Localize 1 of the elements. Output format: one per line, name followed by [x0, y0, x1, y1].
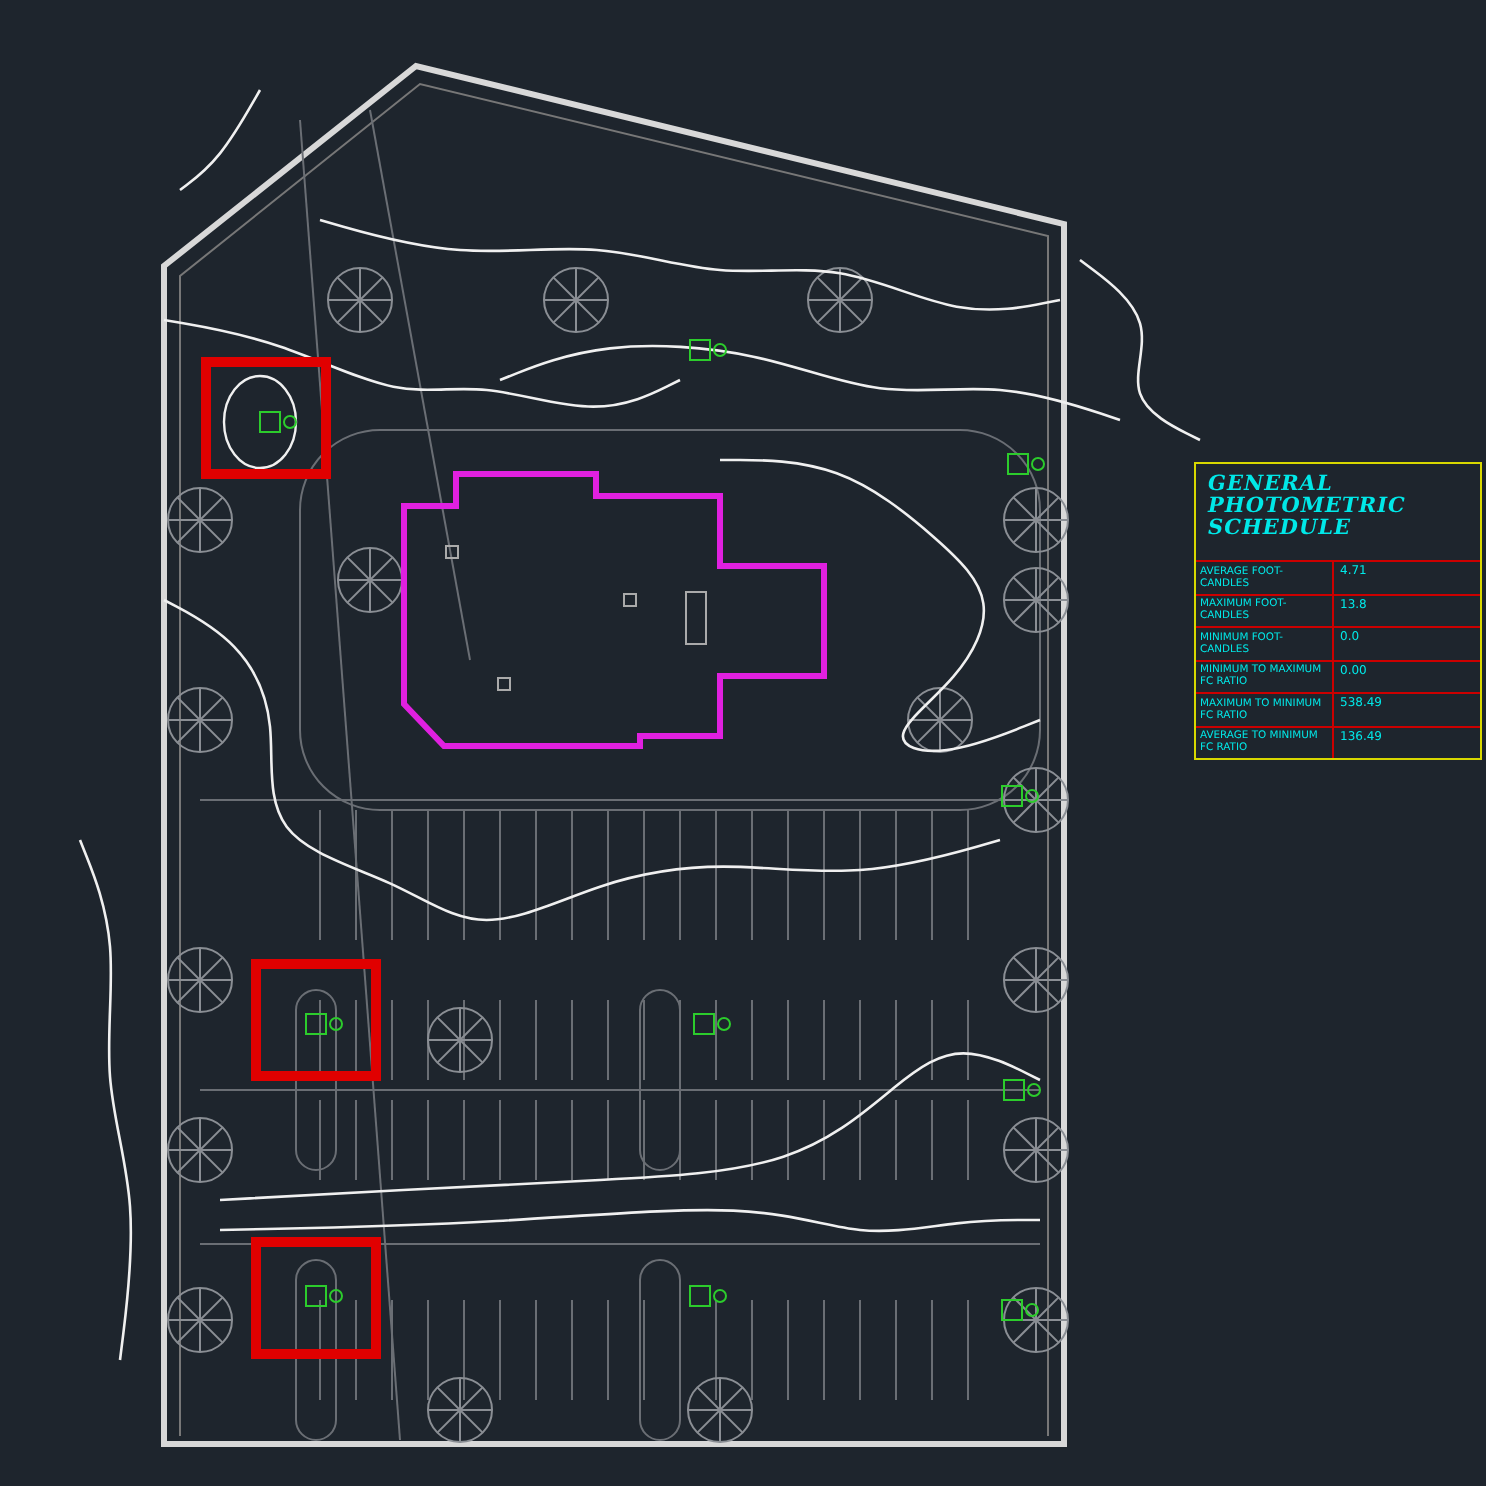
table-title: GENERAL PHOTOMETRIC SCHEDULE [1205, 470, 1408, 544]
